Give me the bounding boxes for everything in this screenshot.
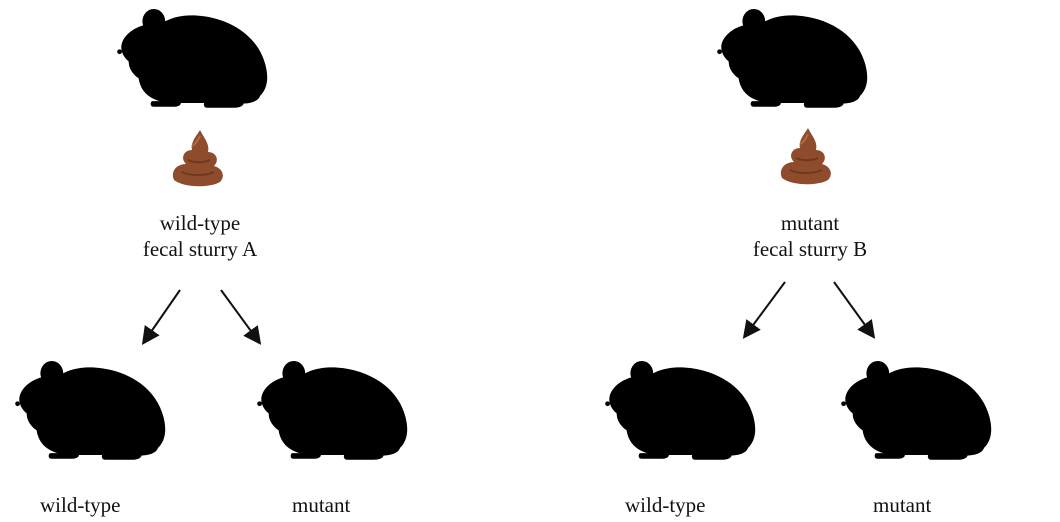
arrow-right-to-wildtype bbox=[745, 282, 785, 336]
left-donor-mouse bbox=[117, 9, 335, 108]
left-recipient-wildtype-mouse bbox=[15, 361, 233, 460]
right-slurry-label: mutant fecal sturry B bbox=[710, 210, 910, 262]
right-donor-mouse bbox=[717, 9, 935, 108]
right-slurry-line2: fecal sturry B bbox=[710, 236, 910, 262]
left-recipient-wildtype-label: wild-type bbox=[40, 492, 120, 518]
right-recipient-wildtype-label: wild-type bbox=[625, 492, 705, 518]
right-feces-icon bbox=[781, 128, 831, 184]
right-recipient-mutant-mouse bbox=[841, 361, 1059, 460]
arrow-left-to-mutant bbox=[221, 290, 259, 342]
left-feces-icon bbox=[173, 130, 223, 186]
right-slurry-line1: mutant bbox=[710, 210, 910, 236]
arrow-left-to-wildtype bbox=[144, 290, 180, 342]
left-recipient-mutant-label: mutant bbox=[292, 492, 350, 518]
left-slurry-line2: fecal sturry A bbox=[100, 236, 300, 262]
left-slurry-line1: wild-type bbox=[100, 210, 300, 236]
right-recipient-mutant-label: mutant bbox=[873, 492, 931, 518]
right-recipient-wildtype-mouse bbox=[605, 361, 823, 460]
left-slurry-label: wild-type fecal sturry A bbox=[100, 210, 300, 262]
left-recipient-mutant-mouse bbox=[257, 361, 475, 460]
arrow-right-to-mutant bbox=[834, 282, 873, 336]
